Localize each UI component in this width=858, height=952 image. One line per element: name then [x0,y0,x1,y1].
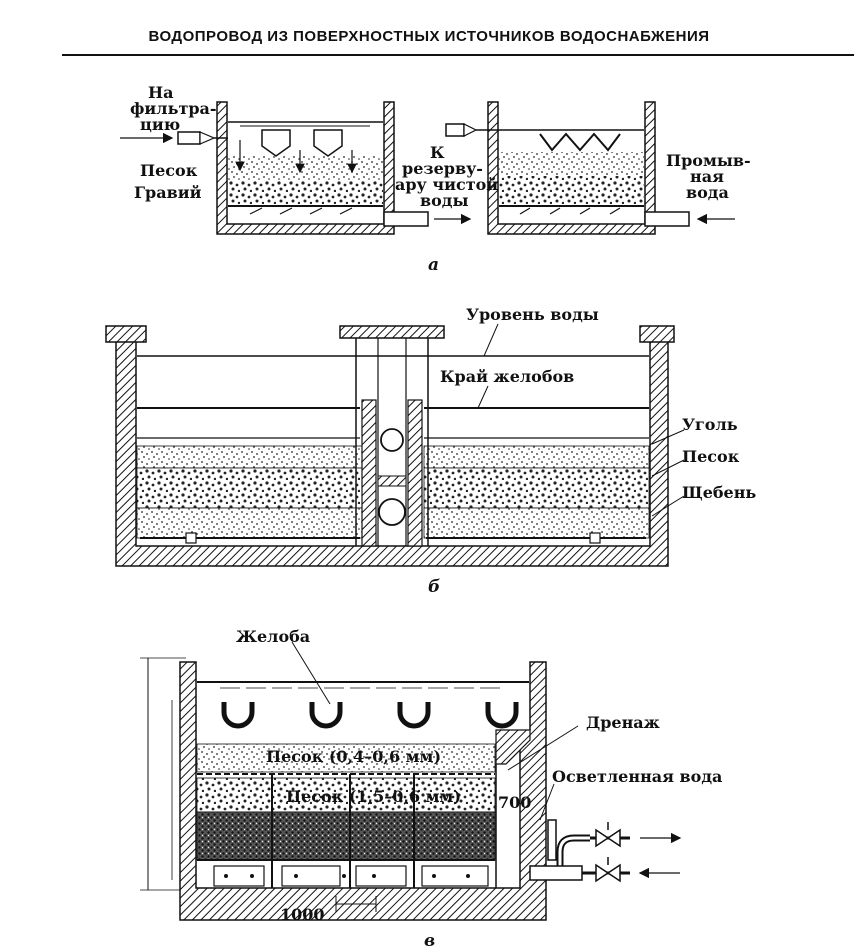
label-to-1: К [430,143,445,162]
filter-tank-working [120,101,472,235]
page-header: ВОДОПРОВОД ИЗ ПОВЕРХНОСТНЫХ ИСТОЧНИКОВ В… [148,28,710,45]
label-wash-1: Промыв- [666,151,751,170]
label-dim-1000: 1000 [280,905,325,924]
label-sand-coarse: Песок (1,5–0,6 мм) [286,787,461,806]
label-to-4: воды [420,191,469,210]
label-to-2: резерву- [402,159,483,178]
caption-c: в [424,931,435,951]
filter-tank-washing [445,101,735,235]
label-wash-3: вода [686,183,729,202]
label-trough-edge: Край желобов [440,367,574,386]
label-sand-a: Песок [140,161,198,180]
label-clarified: Осветленная вода [552,767,722,786]
label-troughs: Желоба [236,627,310,646]
label-gravel-a: Гравий [134,183,202,202]
label-inlet-2: фильтра- [130,99,217,118]
label-inlet-1: На [148,83,173,102]
header-rule [62,54,854,56]
label-inlet-3: цию [140,115,180,134]
label-dim-700: 700 [498,793,531,812]
label-gravel-b: Щебень [682,483,756,502]
caption-b: б [428,577,440,597]
label-coal: Уголь [682,415,738,434]
label-water-level: Уровень воды [466,305,599,324]
label-to-3: ару чистой [395,175,498,194]
label-sand-fine: Песок (0,4–0,6 мм) [266,747,441,766]
figure-b: Уровень воды Край желобов Уголь Песок Ще… [105,305,756,597]
label-wash-2: ная [690,167,724,186]
figure-a: На фильтра- цию Песок Гравий К резерву- … [120,83,751,275]
label-sand-b: Песок [682,447,740,466]
figure-c: Желоба Дренаж Песок (0,4–0,6 мм) Песок (… [140,627,722,951]
caption-a: а [428,255,439,275]
label-drainage: Дренаж [586,713,660,732]
